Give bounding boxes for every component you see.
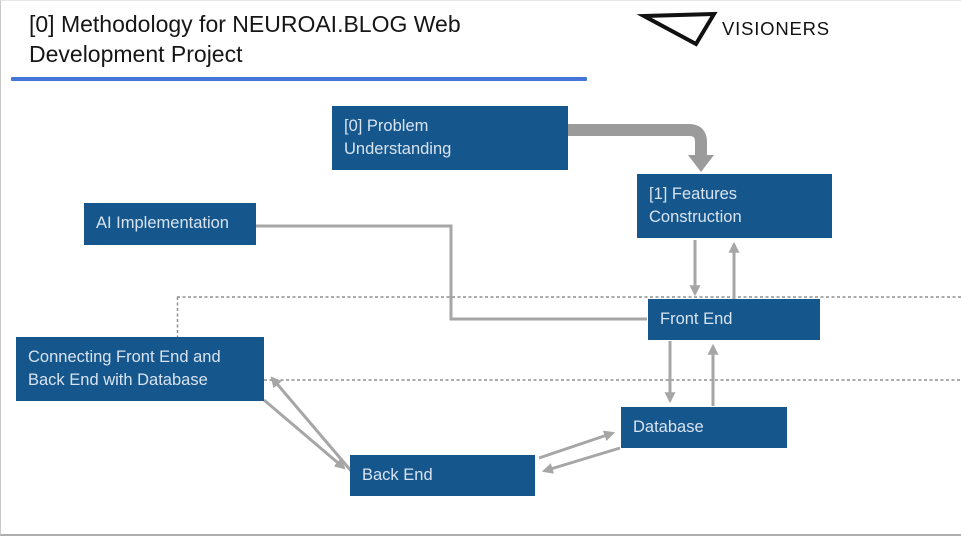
node-problem-understanding: [0] Problem Understanding <box>332 106 568 170</box>
arrow-database-to-backend <box>541 446 621 474</box>
line-ai-to-frontend <box>256 224 647 321</box>
node-label: Database <box>633 417 704 436</box>
visioners-triangle-logo-icon <box>636 11 718 47</box>
arrow-problem-to-features-head <box>688 155 714 172</box>
node-back-end: Back End <box>350 455 535 496</box>
node-label: Front End <box>660 309 733 328</box>
node-label: [1] Features Construction <box>649 184 742 226</box>
triangle-outline <box>636 11 718 47</box>
arrow-backend-to-connecting <box>270 376 354 473</box>
arrow-backend-to-database <box>538 430 616 460</box>
node-ai-implementation: AI Implementation <box>84 203 256 245</box>
node-database: Database <box>621 407 787 448</box>
node-label: AI Implementation <box>96 214 229 233</box>
node-connecting-frontend-backend-database: Connecting Front End and Back End with D… <box>16 337 264 401</box>
title-underline <box>11 77 587 81</box>
arrow-problem-to-features <box>568 124 707 155</box>
node-label: [0] Problem Understanding <box>344 116 452 158</box>
logo-text: VISIONERS <box>722 18 830 39</box>
page-title: [0] Methodology for NEUROAI.BLOG Web Dev… <box>29 11 461 68</box>
node-label: Back End <box>362 465 433 484</box>
node-label: Connecting Front End and Back End with D… <box>28 347 221 389</box>
arrow-connecting-to-backend <box>263 398 346 470</box>
node-front-end: Front End <box>648 299 820 340</box>
node-features-construction: [1] Features Construction <box>637 174 832 238</box>
